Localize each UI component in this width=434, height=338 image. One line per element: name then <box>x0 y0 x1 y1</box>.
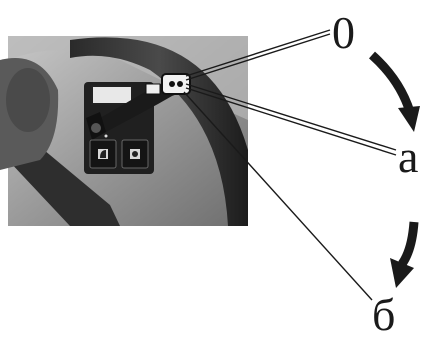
arrow-a-to-b <box>402 222 414 264</box>
dashboard-photo <box>0 36 248 226</box>
lamp-button[interactable] <box>122 140 148 168</box>
lamp-icon <box>132 151 138 157</box>
arrow-0-to-a <box>372 55 410 112</box>
arrow-head-0-to-a <box>398 106 420 132</box>
position-label-0: 0 <box>332 7 355 58</box>
headlight-button[interactable] <box>90 140 116 168</box>
position-label-b: б <box>372 289 395 338</box>
stalk-tip <box>162 74 190 94</box>
position-label-a: а <box>398 131 418 182</box>
